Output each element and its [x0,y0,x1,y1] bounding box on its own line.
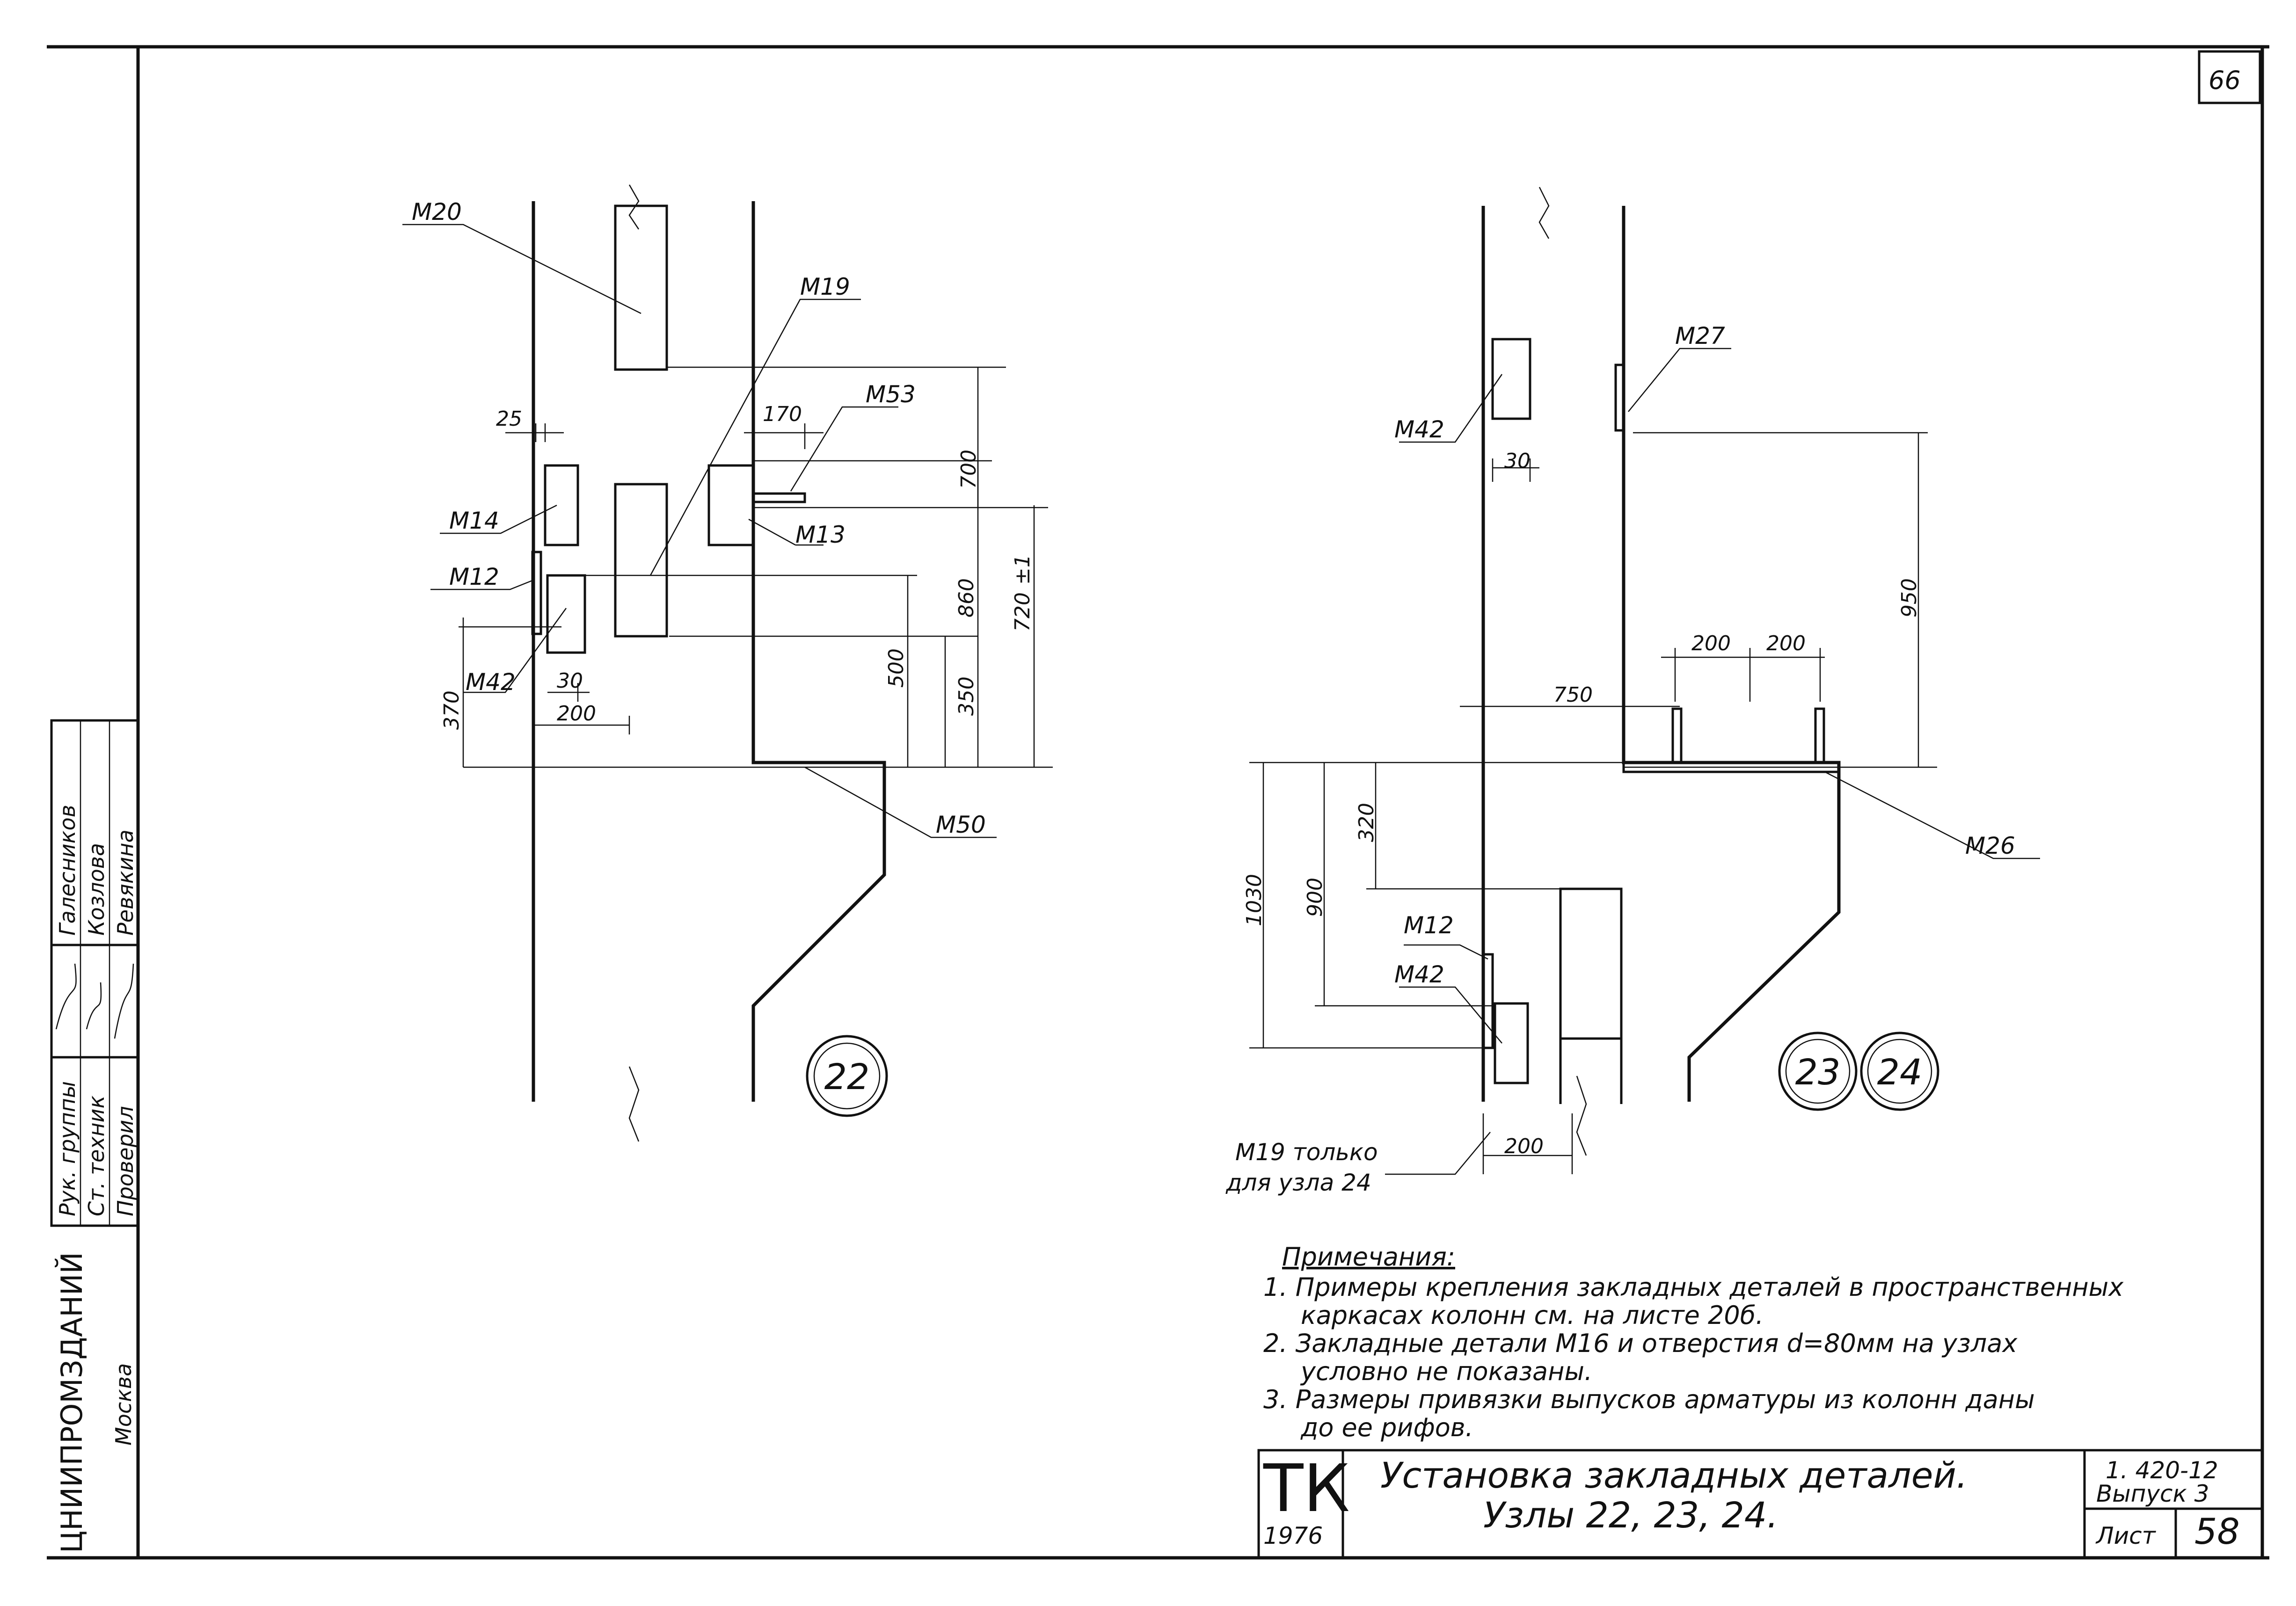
node22-dim-700: 700 [957,450,981,489]
node22-dim-350: 350 [955,676,978,716]
node2324-dim-950: 950 [1897,578,1921,618]
node22-dim-860: 860 [955,578,978,618]
org-city: Москва [111,1363,136,1446]
notes-line-3: 2. Закладные детали М16 и отверстия d=80… [1263,1329,2018,1358]
node2324-dim-200a: 200 [1691,632,1731,655]
node2324-part-m26: М26 [1965,832,2015,859]
node2324-dim-750: 750 [1553,683,1593,707]
sheet-label: Лист [2095,1522,2157,1549]
node22-part-m19: М19 [800,273,850,300]
notes-line-5: 3. Размеры привязки выпусков арматуры из… [1263,1385,2035,1414]
notes-line-1: 1. Примеры крепления закладных деталей в… [1263,1272,2124,1302]
node22-dim-720: 720 [1011,592,1035,632]
node22-dim-200: 200 [557,702,596,726]
node22-dim-170: 170 [763,402,802,426]
issue-number: Выпуск 3 [2096,1480,2209,1507]
node22-badge-label: 22 [824,1056,870,1097]
notes-line-4: условно не показаны. [1300,1357,1592,1386]
notes-heading: Примечания: [1282,1242,1455,1272]
node2324-dim-200-bottom: 200 [1504,1134,1544,1158]
node2324-part-m27: М27 [1675,322,1725,349]
node23-badge [1778,1032,1858,1111]
node2324-dim-30: 30 [1504,449,1531,473]
sheet-number: 58 [2194,1511,2240,1552]
node2324-dim-1030: 1030 [1242,874,1266,926]
node22-part-m53: М53 [866,381,916,408]
notes-line-6: до ее рифов. [1300,1413,1473,1442]
page-number: 66 [2209,65,2241,95]
node22-dim-500: 500 [884,648,908,688]
m19-note-line1: М19 только [1235,1139,1378,1166]
node22-part-m12: М12 [449,563,499,590]
node22-part-m42: М42 [466,669,516,696]
drawing-title-line1: Установка закладных деталей. [1380,1454,1968,1496]
node22-dim-25: 25 [496,407,522,431]
stamp-role-2: Ст. техник [84,1096,109,1216]
node22-part-m14: М14 [449,507,499,534]
title-block [1257,1449,2264,1559]
node22-dim-370: 370 [440,690,464,730]
node2324-drawing [1249,187,2040,1175]
node24-badge-label: 24 [1877,1051,1923,1093]
node22-part-m20: М20 [412,198,462,225]
approval-stamp [50,719,139,1227]
node22-drawing [402,184,1053,1142]
node22-dim-30: 30 [557,669,583,693]
stamp-name-3: Ревякина [113,829,138,936]
title-year: 1976 [1263,1522,1323,1549]
node23-badge-label: 23 [1795,1051,1841,1093]
node2324-dim-900: 900 [1303,878,1327,917]
node2324-dim-320: 320 [1355,803,1378,842]
node2324-dim-200b: 200 [1766,632,1806,655]
node2324-part-m12: М12 [1404,912,1454,939]
stamp-name-2: Козлова [84,843,109,936]
node22-dim-tolerance: ±1 [1011,554,1035,585]
drawing-title-line2: Узлы 22, 23, 24. [1483,1494,1778,1536]
notes-line-2: каркасах колонн см. на листе 20б. [1301,1301,1764,1330]
stamp-role-1: Рук. группы [55,1081,80,1216]
series-code: 1. 420-12 [2106,1457,2218,1484]
stamp-role-3: Проверил [113,1106,138,1216]
node22-badge [806,1035,888,1117]
node22-part-m13: М13 [795,521,846,548]
node24-badge [1860,1032,1939,1111]
tk-mark: ТК [1263,1451,1350,1527]
org-name: ЦНИИПРОМЗДАНИЙ [55,1252,89,1553]
node2324-part-m42-bottom: М42 [1394,961,1444,988]
stamp-name-1: Галесников [55,805,80,936]
node22-part-m50: М50 [936,811,986,838]
m19-note-line2: для узла 24 [1225,1169,1371,1196]
node2324-part-m42-top: М42 [1394,416,1444,443]
